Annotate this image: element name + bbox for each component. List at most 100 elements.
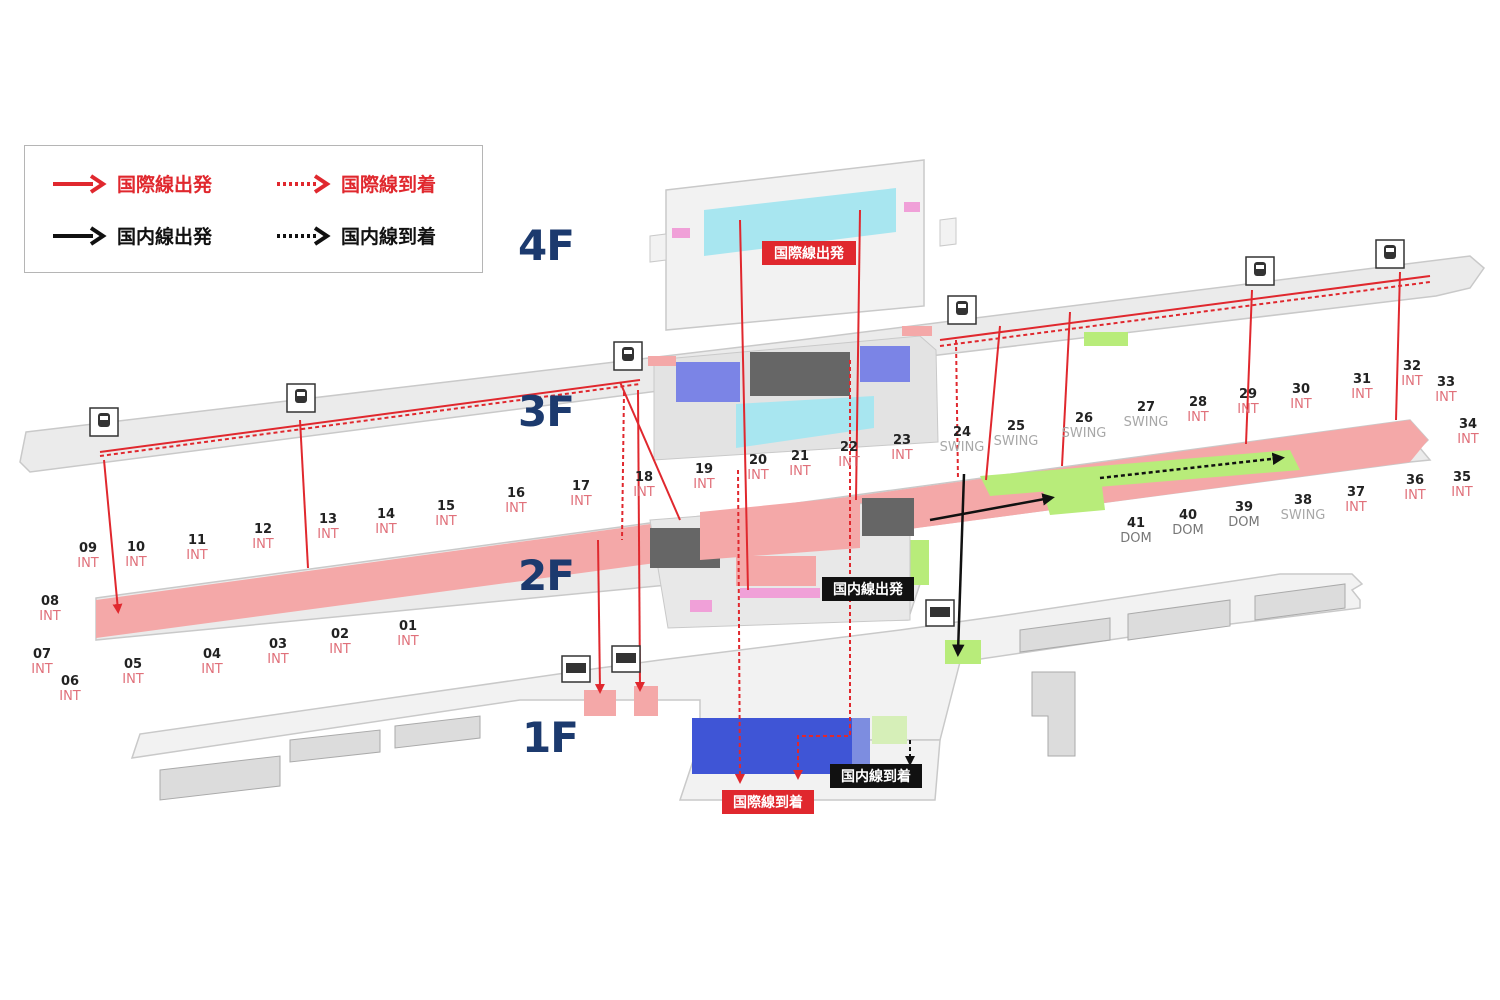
gate-number: 20	[749, 453, 767, 468]
svg-text:国際線到着: 国際線到着	[733, 794, 803, 811]
sign-dom-departure-2f: 国内線出発	[822, 577, 914, 601]
gate-type: SWING	[994, 434, 1039, 449]
floor-label-4f: 4F	[518, 221, 575, 270]
gate-number: 33	[1437, 375, 1455, 390]
train-icon	[1245, 256, 1275, 286]
gate-number: 03	[269, 637, 287, 652]
dotted-arrow-icon	[277, 225, 331, 246]
floor-label-3f: 3F	[518, 387, 575, 436]
gate-number: 30	[1292, 382, 1310, 397]
gate-number: 27	[1137, 400, 1155, 415]
gate-number: 31	[1353, 372, 1371, 387]
legend-intl-departure: 国際線出発	[51, 170, 212, 197]
gate-number: 26	[1075, 411, 1093, 426]
gate-type: INT	[693, 477, 715, 492]
gate-number: 13	[319, 512, 337, 527]
floor-label-1f: 1F	[522, 713, 579, 762]
bus-icon	[611, 645, 641, 673]
legend-label: 国内線到着	[341, 226, 437, 248]
gate-number: 19	[695, 462, 713, 477]
gate-number: 08	[41, 594, 59, 609]
gate-number: 36	[1406, 473, 1424, 488]
legend-dom-departure: 国内線出発	[51, 222, 212, 249]
gate-type: INT	[1345, 500, 1367, 515]
gate-number: 11	[188, 533, 206, 548]
solid-arrow-icon	[53, 173, 107, 194]
gate-type: INT	[1435, 390, 1457, 405]
legend-dom-arrival: 国内線到着	[275, 222, 436, 249]
sign-intl-departure-4f: 国際線出発	[762, 241, 856, 265]
floor-1f	[130, 573, 1364, 801]
legend-intl-arrival: 国際線到着	[275, 170, 436, 197]
gate-number: 17	[572, 479, 590, 494]
gate-type: SWING	[1124, 415, 1169, 430]
gate-number: 35	[1453, 470, 1471, 485]
gate-number: 07	[33, 647, 51, 662]
gate-type: INT	[329, 642, 351, 657]
svg-text:国内線出発: 国内線出発	[833, 581, 904, 598]
gate-type: INT	[505, 501, 527, 516]
gate-type: INT	[1187, 410, 1209, 425]
train-icon	[89, 407, 119, 437]
gate-number: 16	[507, 486, 525, 501]
gate-type: SWING	[940, 440, 985, 455]
solid-arrow-icon	[53, 225, 107, 246]
gate-type: INT	[789, 464, 811, 479]
gate-number: 02	[331, 627, 349, 642]
gate-type: INT	[838, 455, 860, 470]
gate-labels: 01INT02INT03INT04INT05INT06INT07INT08INT…	[31, 359, 1479, 704]
gate-number: 18	[635, 470, 653, 485]
gate-number: 06	[61, 674, 79, 689]
gate-type: INT	[397, 634, 419, 649]
legend-label: 国際線出発	[117, 174, 213, 196]
gate-number: 14	[377, 507, 395, 522]
legend-label: 国際線到着	[341, 174, 437, 196]
gate-type: INT	[633, 485, 655, 500]
gate-number: 24	[953, 425, 971, 440]
gate-type: INT	[1351, 387, 1373, 402]
gate-type: INT	[201, 662, 223, 677]
floor-label-2f: 2F	[518, 551, 575, 600]
gate-type: INT	[570, 494, 592, 509]
gate-number: 40	[1179, 508, 1197, 523]
gate-type: DOM	[1172, 523, 1203, 538]
train-icon	[286, 383, 316, 413]
train-icon	[947, 295, 977, 325]
sign-intl-arrival-1f: 国際線到着	[722, 790, 814, 814]
floor-2f	[95, 419, 1432, 641]
gate-number: 21	[791, 449, 809, 464]
gate-number: 05	[124, 657, 142, 672]
gate-type: INT	[435, 514, 457, 529]
gate-number: 37	[1347, 485, 1365, 500]
gate-type: INT	[186, 548, 208, 563]
gate-type: INT	[747, 468, 769, 483]
gate-number: 12	[254, 522, 272, 537]
gate-type: INT	[122, 672, 144, 687]
